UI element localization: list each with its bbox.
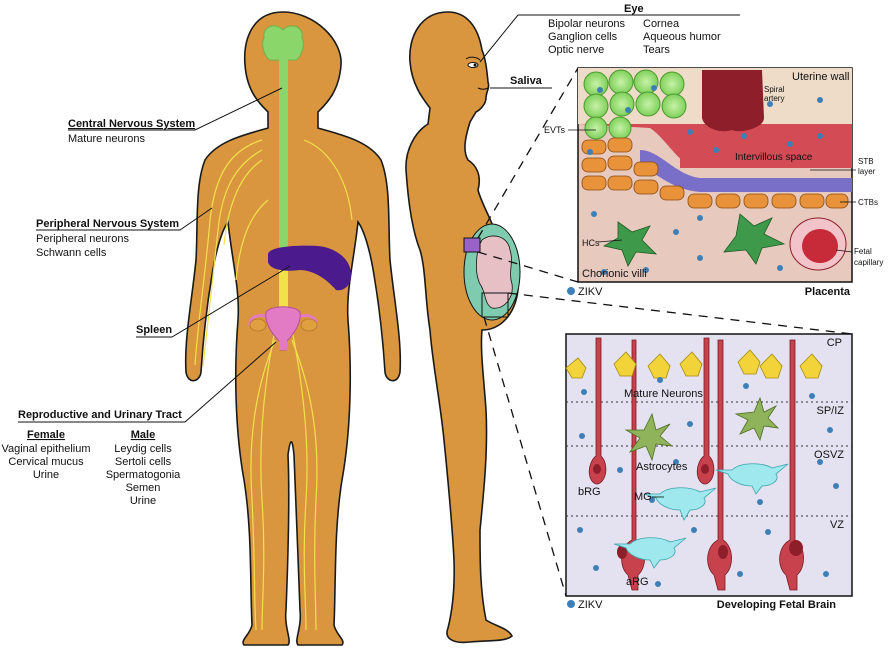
astrocytes-label: Astrocytes xyxy=(636,461,688,473)
male-item-3: Spermatogonia xyxy=(106,469,181,481)
label-eye: Eye Bipolar neurons Ganglion cells Optic… xyxy=(479,3,740,63)
eye-title: Eye xyxy=(624,3,644,15)
label-rut: Reproductive and Urinary Tract Female Va… xyxy=(1,341,277,507)
spiral-artery xyxy=(702,70,764,132)
uterus-organ xyxy=(248,306,318,351)
vz-label: VZ xyxy=(830,519,844,531)
placenta-box xyxy=(463,237,481,253)
female-title: Female xyxy=(27,429,65,441)
placenta-title: Placenta xyxy=(805,286,851,298)
cns-item: Mature neurons xyxy=(68,133,146,145)
mg-label: MG xyxy=(634,491,652,503)
zikv-legend-icon-brain xyxy=(567,600,575,608)
spinal-cord-lower xyxy=(279,250,288,330)
fetal-cap-label-2: capillary xyxy=(854,258,883,267)
spleen-organ xyxy=(268,245,352,291)
spiral-label-1: Spiral xyxy=(764,85,785,94)
placenta-zikv-particles xyxy=(587,85,823,275)
male-item-2: Sertoli cells xyxy=(115,456,172,468)
spleen-title: Spleen xyxy=(136,324,172,336)
zikv-legend-icon-placenta xyxy=(567,287,575,295)
radial-glia xyxy=(588,337,804,591)
rut-title: Reproductive and Urinary Tract xyxy=(18,409,182,421)
brain-box xyxy=(481,292,509,318)
trophoblast-cells xyxy=(581,137,849,209)
ctbs-label: CTBs xyxy=(858,198,878,207)
placenta-panel: Uterine wall Spiral artery EVTs Intervil… xyxy=(544,67,883,283)
peripheral-nerves xyxy=(194,139,353,631)
brain-zikv-label: ZIKV xyxy=(578,599,603,611)
chorionic-villi-label: Chorionic villi xyxy=(582,268,647,280)
eye-col2-2: Aqueous humor xyxy=(643,31,721,43)
pregnant-body-silhouette xyxy=(405,11,520,644)
male-title: Male xyxy=(131,429,155,441)
pns-title: Peripheral Nervous System xyxy=(36,218,179,230)
pns-item-2: Schwann cells xyxy=(36,247,107,259)
zoom-connectors xyxy=(477,67,853,597)
label-cns: Central Nervous System Mature neurons xyxy=(68,87,283,145)
spiral-label-2: artery xyxy=(764,94,784,103)
brain-panel: CP Mature Neurons SP/IZ OSVZ Astrocytes … xyxy=(565,333,853,597)
stb-label-2: layer xyxy=(858,167,876,176)
stb-label-1: STB xyxy=(858,157,874,166)
female-item-2: Cervical mucus xyxy=(8,456,84,468)
microglia xyxy=(613,463,789,569)
eye-col2-3: Tears xyxy=(643,44,670,56)
astrocytes xyxy=(624,396,780,462)
mature-neurons xyxy=(565,349,823,379)
arg-label: aRG xyxy=(626,576,649,588)
eye-col1-2: Ganglion cells xyxy=(548,31,618,43)
brain-title: Developing Fetal Brain xyxy=(717,599,836,611)
male-item-5: Urine xyxy=(130,495,156,507)
saliva-title: Saliva xyxy=(510,75,543,87)
pns-item-1: Peripheral neurons xyxy=(36,233,129,245)
female-item-3: Urine xyxy=(33,469,59,481)
pregnant-body xyxy=(405,11,521,644)
male-item-4: Semen xyxy=(126,482,161,494)
front-body xyxy=(184,11,402,646)
female-item-1: Vaginal epithelium xyxy=(1,443,90,455)
mature-neurons-label: Mature Neurons xyxy=(624,388,703,400)
label-pns: Peripheral Nervous System Peripheral neu… xyxy=(36,207,213,259)
osvz-label: OSVZ xyxy=(814,449,844,461)
placenta-zikv-label: ZIKV xyxy=(578,286,603,298)
eye-col2-1: Cornea xyxy=(643,18,680,30)
intervillous-label: Intervillous space xyxy=(735,152,813,163)
cp-label: CP xyxy=(827,337,842,349)
evts-label: EVTs xyxy=(544,125,566,135)
spinal-cord xyxy=(279,58,288,330)
hcs-label: HCs xyxy=(582,238,600,248)
brain-zikv-particles xyxy=(577,377,839,587)
label-spleen: Spleen xyxy=(136,265,291,338)
uterine-wall-label: Uterine wall xyxy=(792,71,849,83)
male-item-1: Leydig cells xyxy=(114,443,172,455)
eye-col1-3: Optic nerve xyxy=(548,44,604,56)
brg-label: bRG xyxy=(578,486,601,498)
mouth-icon xyxy=(477,87,489,90)
eye-col1-1: Bipolar neurons xyxy=(548,18,626,30)
front-brain xyxy=(262,25,304,61)
label-saliva: Saliva xyxy=(490,75,552,89)
fetal-cap-label-1: Fetal xyxy=(854,247,872,256)
spiz-label: SP/IZ xyxy=(816,405,844,417)
cns-title: Central Nervous System xyxy=(68,118,195,130)
hofbauer-cells xyxy=(602,213,786,267)
